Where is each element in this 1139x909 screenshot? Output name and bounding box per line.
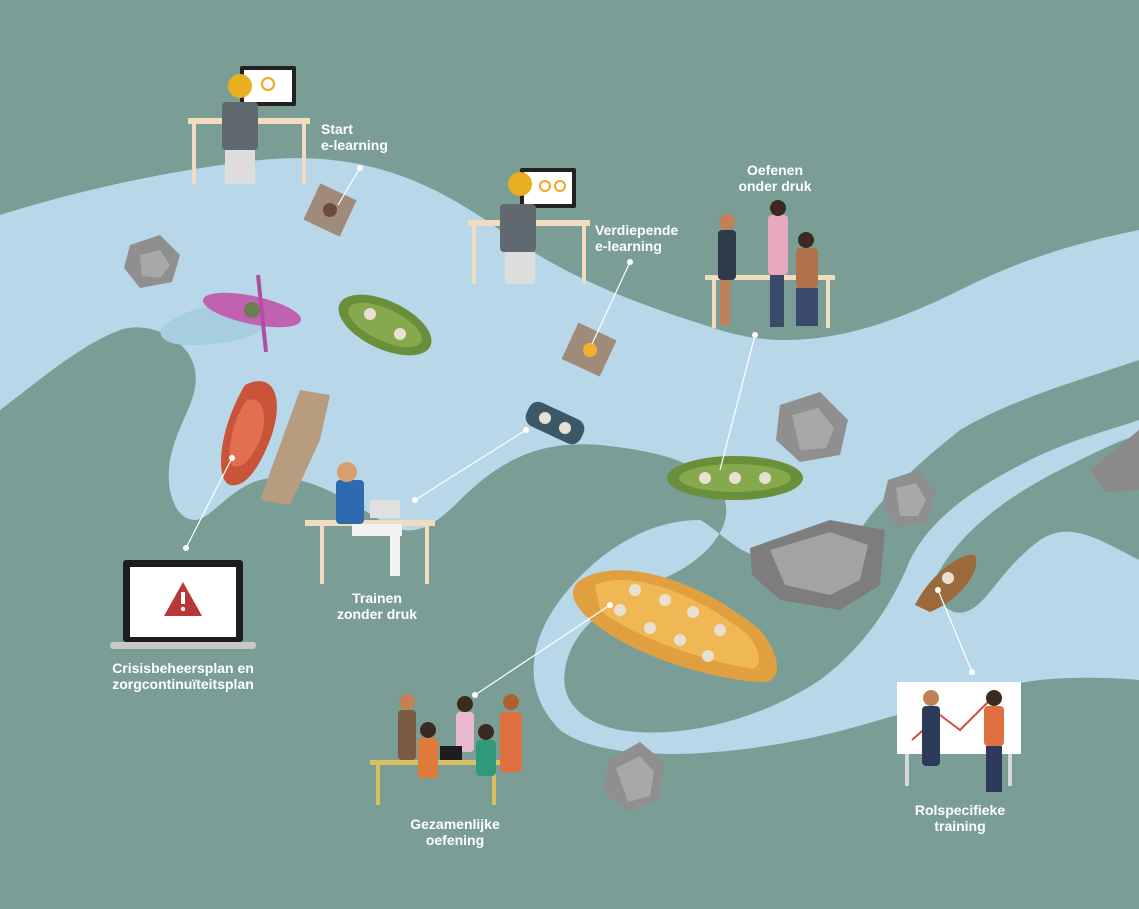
rock-2	[776, 392, 848, 462]
label-verdiepende-line1: Verdiepende	[595, 222, 679, 238]
kayak	[203, 274, 301, 353]
label-start-elearning-line2: e-learning	[321, 137, 388, 153]
jetty	[260, 390, 330, 505]
label-start-elearning: Start e-learning	[321, 121, 388, 153]
label-rolspecifieke-training: Rolspecifieke training	[900, 802, 1020, 834]
laptop-icon	[370, 500, 400, 518]
rock-1	[124, 235, 180, 288]
label-rolspecifieke-line1: Rolspecifieke	[914, 802, 1006, 818]
label-oefenen-line1: Oefenen	[746, 162, 803, 178]
rock-4	[750, 520, 885, 610]
label-verdiepende-line2: e-learning	[595, 238, 662, 254]
team-gezamenlijke-oefening	[370, 694, 522, 805]
label-gezamenlijke-line1: Gezamenlijke	[410, 816, 500, 832]
team-oefenen-onder-druk	[705, 200, 835, 328]
label-crisis-line1: Crisisbeheersplan en	[112, 660, 254, 676]
label-crisisbeheersplan: Crisisbeheersplan en zorgcontinuïteitspl…	[95, 660, 271, 692]
catamaran	[525, 401, 585, 445]
label-trainen-line1: Trainen	[352, 590, 402, 606]
label-trainen-line2: zonder druk	[336, 606, 418, 622]
warning-icon	[164, 582, 202, 616]
pointer-lines	[185, 167, 973, 696]
green-raft-2	[667, 456, 803, 500]
label-oefenen-line2: onder druk	[738, 178, 812, 194]
label-verdiepende-elearning: Verdiepende e-learning	[595, 222, 678, 254]
desk-elearning-start	[188, 66, 310, 184]
label-gezamenlijke-oefening: Gezamenlijke oefening	[395, 816, 515, 848]
label-rolspecifieke-line2: training	[934, 818, 986, 834]
rock-5	[604, 742, 664, 812]
label-trainen-zonder-druk: Trainen zonder druk	[322, 590, 432, 622]
small-raft-2	[561, 322, 617, 377]
rock-6	[1090, 430, 1139, 492]
green-raft-1	[338, 294, 432, 356]
pointer-dots	[183, 165, 975, 698]
red-speedboat	[221, 381, 277, 486]
rock-3	[882, 470, 936, 528]
relaxed-worker	[305, 462, 435, 584]
gear-icon	[539, 180, 566, 192]
rowing-boat-large	[573, 570, 777, 683]
label-gezamenlijke-line2: oefening	[425, 832, 485, 848]
lightbulb-icon	[261, 77, 275, 91]
label-crisis-line2: zorgcontinuïteitsplan	[112, 676, 254, 692]
whiteboard-training	[897, 682, 1021, 792]
small-rowboat	[915, 554, 977, 612]
label-start-elearning-line1: Start	[321, 121, 353, 137]
label-oefenen-onder-druk: Oefenen onder druk	[730, 162, 820, 194]
